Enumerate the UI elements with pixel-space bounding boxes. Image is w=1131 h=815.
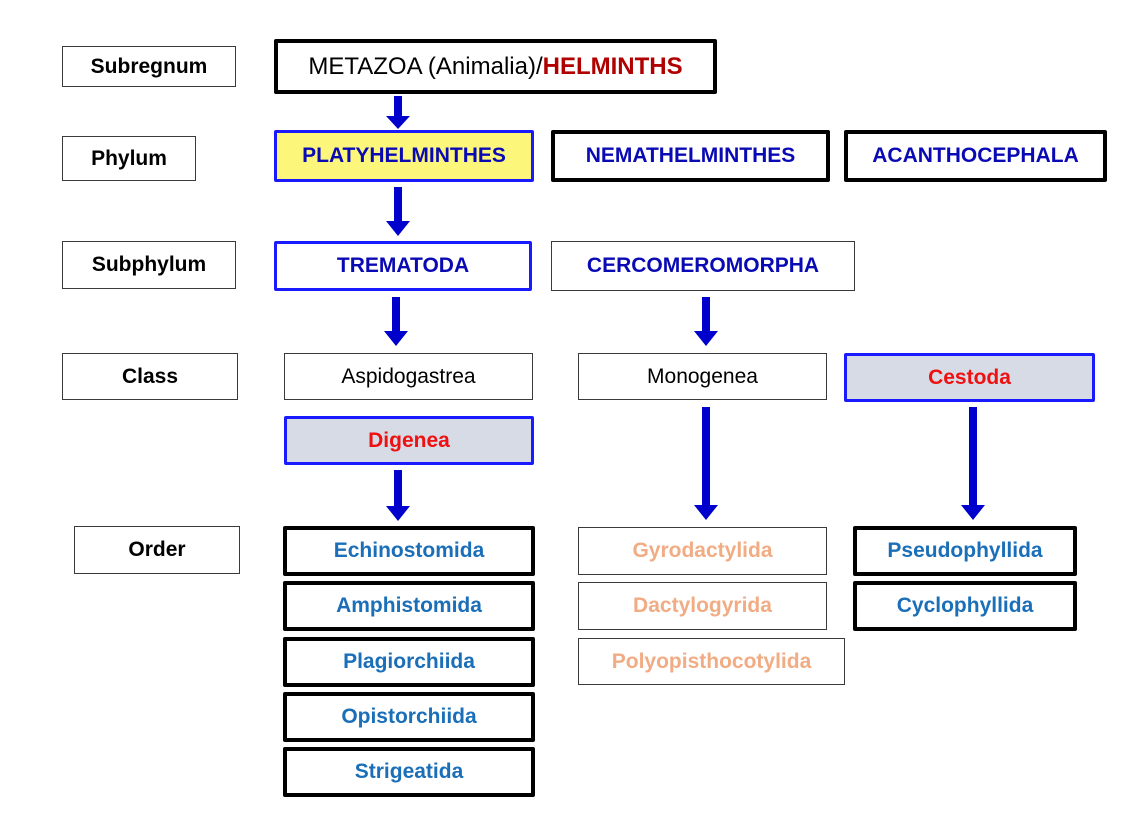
phylum-node-nemathelminthes: NEMATHELMINTHES <box>551 130 830 182</box>
rank-label-subphylum: Subphylum <box>62 241 236 289</box>
subphylum-node-cercomeromorpha: CERCOMEROMORPHA <box>551 241 855 291</box>
subregnum-node: METAZOA (Animalia)/HELMINTHS <box>274 39 717 94</box>
order-node-strigeatida: Strigeatida <box>283 747 535 797</box>
rank-label-subregnum: Subregnum <box>62 46 236 87</box>
rank-label-class: Class <box>62 353 238 400</box>
order-node-opistorchiida: Opistorchiida <box>283 692 535 742</box>
arrow-cestoda-to-orders <box>961 407 985 520</box>
rank-label-order: Order <box>74 526 240 574</box>
order-node-polyopisthocotylida: Polyopisthocotylida <box>578 638 845 685</box>
subphylum-node-trematoda: TREMATODA <box>274 241 532 291</box>
order-node-plagiorchiida: Plagiorchiida <box>283 637 535 687</box>
phylum-node-acanthocephala: ACANTHOCEPHALA <box>844 130 1107 182</box>
arrow-digenea-to-orders <box>386 470 410 521</box>
class-node-cestoda: Cestoda <box>844 353 1095 402</box>
subregnum-main-text: METAZOA (Animalia)/ <box>308 52 543 80</box>
subregnum-highlight-text: HELMINTHS <box>542 52 683 80</box>
order-node-cyclophyllida: Cyclophyllida <box>853 581 1077 631</box>
arrow-subregnum-to-platyhelminthes <box>386 96 410 129</box>
class-node-monogenea: Monogenea <box>578 353 827 400</box>
order-node-pseudophyllida: Pseudophyllida <box>853 526 1077 576</box>
class-node-aspidogastrea: Aspidogastrea <box>284 353 533 400</box>
arrow-trematoda-to-aspidogastrea <box>384 297 408 346</box>
order-node-gyrodactylida: Gyrodactylida <box>578 527 827 575</box>
arrow-platyhelminthes-to-trematoda <box>386 187 410 236</box>
phylum-node-platyhelminthes: PLATYHELMINTHES <box>274 130 534 182</box>
arrow-monogenea-to-orders <box>694 407 718 520</box>
class-node-digenea: Digenea <box>284 416 534 465</box>
rank-label-phylum: Phylum <box>62 136 196 181</box>
order-node-dactylogyrida: Dactylogyrida <box>578 582 827 630</box>
order-node-echinostomida: Echinostomida <box>283 526 535 576</box>
order-node-amphistomida: Amphistomida <box>283 581 535 631</box>
arrow-cercomeromorpha-to-monogenea <box>694 297 718 346</box>
